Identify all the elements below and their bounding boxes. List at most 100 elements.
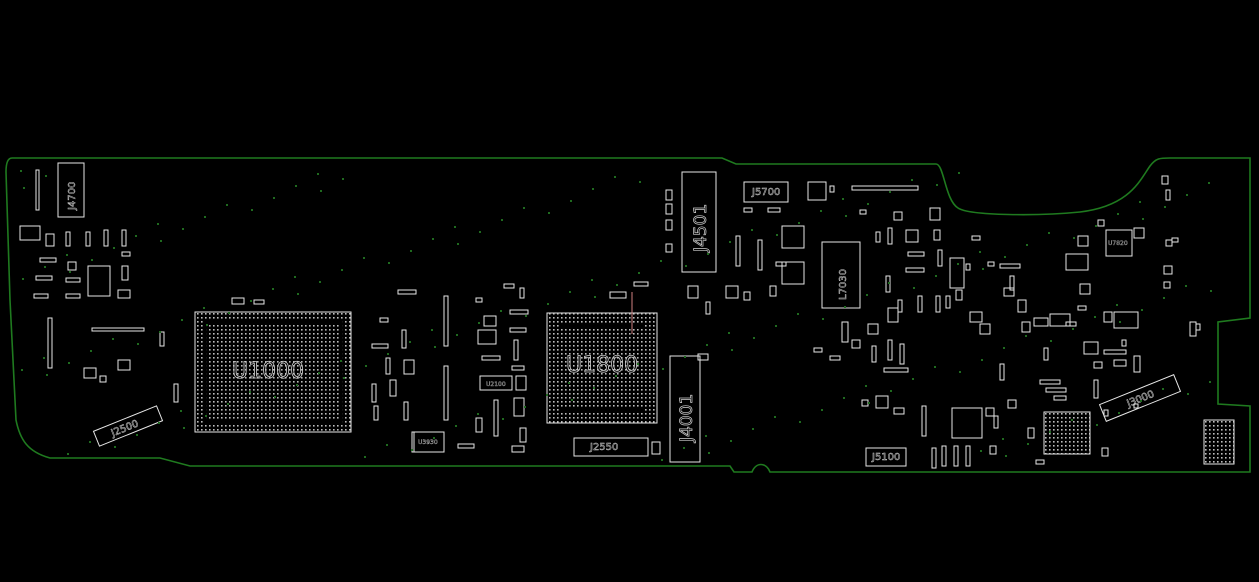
component-pad <box>955 289 963 301</box>
component-pad <box>887 227 893 245</box>
j5700-connector[interactable]: J5700 <box>743 181 789 203</box>
u1000-chip[interactable]: U1000 <box>194 311 352 433</box>
component-pad <box>871 345 877 363</box>
via-dot <box>478 322 480 324</box>
via-dot <box>1118 412 1120 414</box>
via-dot <box>524 406 526 408</box>
component-pad <box>769 285 777 297</box>
via-dot <box>272 288 274 290</box>
component-pad <box>633 281 649 287</box>
component-pad <box>121 265 129 281</box>
component-pad <box>1065 253 1089 271</box>
via-dot <box>936 184 938 186</box>
via-dot <box>957 263 959 265</box>
via-dot <box>705 435 707 437</box>
component-pad <box>47 317 53 369</box>
j2550-label: J2550 <box>589 442 618 453</box>
via-dot <box>112 338 114 340</box>
component-pad <box>515 375 527 391</box>
component-pad <box>851 339 861 349</box>
via-dot <box>616 284 618 286</box>
component-pad <box>159 331 165 347</box>
via-dot <box>251 209 253 211</box>
via-dot <box>90 350 92 352</box>
component-pad <box>1053 395 1067 401</box>
via-dot <box>410 250 412 252</box>
component-pad <box>475 297 483 303</box>
via-dot <box>1187 393 1189 395</box>
component-pad <box>775 261 787 267</box>
via-dot <box>455 425 457 427</box>
j4700-connector[interactable]: J4700 <box>57 162 85 218</box>
via-dot <box>205 415 207 417</box>
via-dot <box>1002 438 1004 440</box>
component-pad <box>519 427 527 443</box>
via-dot <box>274 396 276 398</box>
via-dot <box>981 359 983 361</box>
ssd-controller-chip[interactable] <box>951 407 983 439</box>
component-pad <box>481 355 501 361</box>
via-dot <box>934 366 936 368</box>
via-dot <box>180 410 182 412</box>
component-pad <box>971 235 981 241</box>
via-dot <box>433 437 435 439</box>
via-dot <box>1025 335 1027 337</box>
component-pad <box>1049 313 1071 327</box>
via-dot <box>341 269 343 271</box>
via-dot <box>1117 213 1119 215</box>
component-pad <box>965 263 971 271</box>
l7030-inductor[interactable]: L7030 <box>821 241 861 309</box>
via-dot <box>798 222 800 224</box>
component-pad <box>519 287 525 299</box>
via-dot <box>548 212 550 214</box>
component-pad <box>1165 189 1171 201</box>
component-pad <box>1133 403 1139 409</box>
component-pad <box>829 185 835 193</box>
component-pad <box>503 283 515 289</box>
component-pad <box>443 365 449 421</box>
component-pad <box>985 407 995 417</box>
via-dot <box>1050 340 1052 342</box>
via-dot <box>1209 381 1211 383</box>
via-dot <box>365 365 367 367</box>
u2100-chip[interactable]: U2100 <box>479 375 513 391</box>
j3000-connector[interactable]: J3000 <box>1098 374 1182 422</box>
via-dot <box>203 307 205 309</box>
right-bga-chip[interactable] <box>1043 411 1091 455</box>
via-dot <box>661 459 663 461</box>
via-dot <box>160 240 162 242</box>
via-dot <box>89 441 91 443</box>
via-dot <box>980 450 982 452</box>
via-dot <box>43 357 45 359</box>
via-dot <box>1071 419 1073 421</box>
component-pad <box>91 327 145 332</box>
via-dot <box>1119 321 1121 323</box>
via-dot <box>20 170 22 172</box>
component-pad <box>65 277 81 283</box>
component-pad <box>887 307 899 323</box>
u7820-chip[interactable]: U7820 <box>1105 229 1133 257</box>
j4501-connector[interactable]: J4501 <box>681 171 717 273</box>
component-pad <box>861 399 869 407</box>
via-dot <box>342 178 344 180</box>
via-dot <box>432 238 434 240</box>
u1800-chip[interactable]: U1800 <box>546 312 658 424</box>
via-dot <box>912 378 914 380</box>
via-dot <box>68 362 70 364</box>
component-pad <box>921 405 927 437</box>
via-dot <box>1004 256 1006 258</box>
via-dot <box>135 235 137 237</box>
via-dot <box>547 303 549 305</box>
j4001-connector[interactable]: J4001 <box>669 355 701 463</box>
via-dot <box>502 418 504 420</box>
component-pad <box>1113 311 1139 329</box>
via-dot <box>728 332 730 334</box>
via-dot <box>158 422 160 424</box>
j5100-connector[interactable]: J5100 <box>865 447 907 467</box>
u3930-chip[interactable]: U3930 <box>413 431 445 453</box>
via-dot <box>637 363 639 365</box>
j2550-connector[interactable]: J2550 <box>573 437 649 457</box>
via-dot <box>775 325 777 327</box>
j2500-connector[interactable]: J2500 <box>92 405 164 447</box>
component-pad <box>757 239 763 271</box>
